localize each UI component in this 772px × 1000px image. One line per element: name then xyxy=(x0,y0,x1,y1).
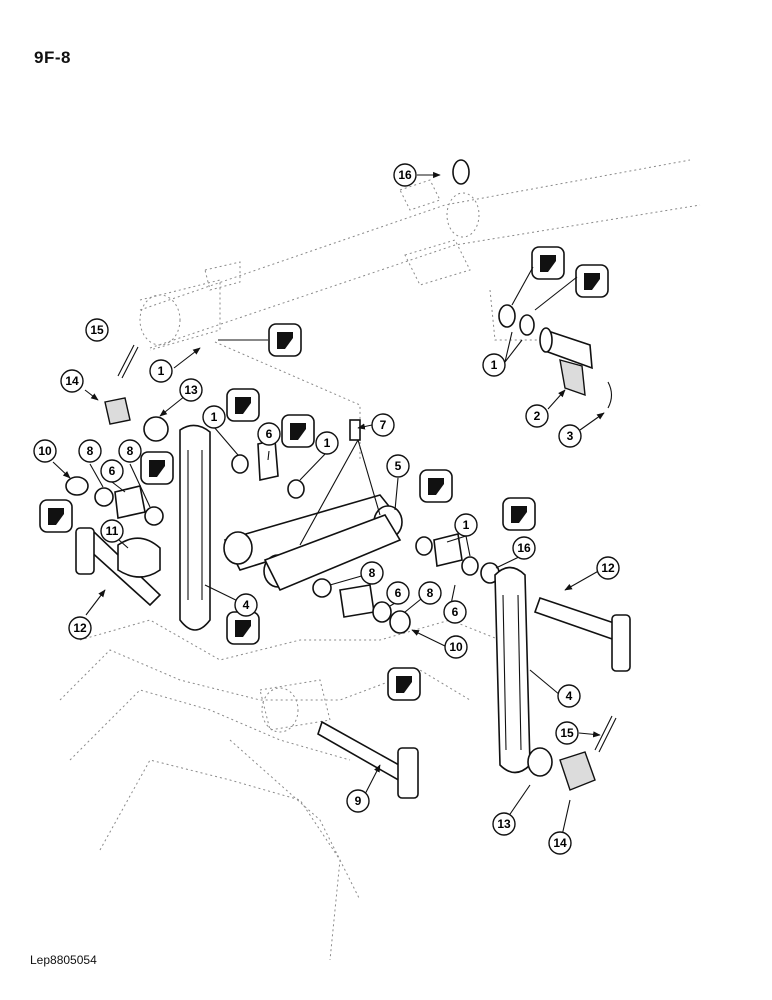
callout-6-centre-b[interactable]: 6 xyxy=(386,581,410,605)
svg-text:8: 8 xyxy=(427,586,434,600)
svg-text:16: 16 xyxy=(398,168,412,182)
callout-6-centre[interactable]: 6 xyxy=(257,422,281,446)
callout-9[interactable]: 9 xyxy=(346,789,370,813)
callout-10-right[interactable]: 10 xyxy=(444,635,468,659)
svg-text:5: 5 xyxy=(395,459,402,473)
callout-13-right[interactable]: 13 xyxy=(492,812,516,836)
callout-7[interactable]: 7 xyxy=(371,413,395,437)
callout-12-left[interactable]: 12 xyxy=(68,616,92,640)
svg-text:14: 14 xyxy=(65,374,79,388)
ghost-frame xyxy=(59,159,701,961)
svg-text:1: 1 xyxy=(211,410,218,424)
left-hardware xyxy=(65,344,169,607)
svg-text:9: 9 xyxy=(355,794,362,808)
callout-1-centre[interactable]: 1 xyxy=(315,431,339,455)
svg-text:6: 6 xyxy=(266,427,273,441)
callout-2[interactable]: 2 xyxy=(525,404,549,428)
connecting-link xyxy=(223,419,403,592)
svg-text:3: 3 xyxy=(567,429,574,443)
callout-16-top[interactable]: 16 xyxy=(393,163,417,187)
svg-text:14: 14 xyxy=(553,836,567,850)
callout-12-right[interactable]: 12 xyxy=(596,556,620,580)
svg-text:13: 13 xyxy=(497,817,511,831)
svg-text:12: 12 xyxy=(73,621,87,635)
svg-text:12: 12 xyxy=(601,561,615,575)
callout-14-right[interactable]: 14 xyxy=(548,831,572,855)
callout-1-right-centre[interactable]: 1 xyxy=(454,513,478,537)
svg-text:1: 1 xyxy=(324,436,331,450)
svg-text:8: 8 xyxy=(369,566,376,580)
callout-15-right[interactable]: 15 xyxy=(555,721,579,745)
svg-text:10: 10 xyxy=(449,640,463,654)
callout-16-right[interactable]: 16 xyxy=(512,536,536,560)
callout-4-right[interactable]: 4 xyxy=(557,684,581,708)
callout-8-left-b[interactable]: 8 xyxy=(118,439,142,463)
svg-text:1: 1 xyxy=(491,358,498,372)
callout-11[interactable]: 11 xyxy=(100,519,124,543)
svg-text:8: 8 xyxy=(127,444,134,458)
drawing-reference: Lep8805054 xyxy=(30,953,97,967)
callout-6-left[interactable]: 6 xyxy=(100,459,124,483)
svg-text:4: 4 xyxy=(243,598,250,612)
svg-text:15: 15 xyxy=(90,323,104,337)
callout-3[interactable]: 3 xyxy=(558,424,582,448)
svg-text:4: 4 xyxy=(566,689,573,703)
callout-4-left[interactable]: 4 xyxy=(234,593,258,617)
svg-text:1: 1 xyxy=(463,518,470,532)
svg-text:1: 1 xyxy=(158,364,165,378)
svg-text:13: 13 xyxy=(184,383,198,397)
svg-text:6: 6 xyxy=(109,464,116,478)
svg-text:15: 15 xyxy=(560,726,574,740)
callout-8-left-a[interactable]: 8 xyxy=(78,439,102,463)
callout-14-left[interactable]: 14 xyxy=(60,369,84,393)
svg-text:16: 16 xyxy=(517,541,531,555)
callout-10-left[interactable]: 10 xyxy=(33,439,57,463)
callout-8-centre-b[interactable]: 8 xyxy=(418,581,442,605)
callout-1-upper-right[interactable]: 1 xyxy=(482,353,506,377)
svg-text:2: 2 xyxy=(534,409,541,423)
lower-hardware xyxy=(317,715,617,799)
callout-1-centre-left[interactable]: 1 xyxy=(202,405,226,429)
svg-text:10: 10 xyxy=(38,444,52,458)
svg-text:6: 6 xyxy=(395,586,402,600)
svg-text:11: 11 xyxy=(106,524,119,538)
callout-8-centre-a[interactable]: 8 xyxy=(360,561,384,585)
callout-15-left[interactable]: 15 xyxy=(85,318,109,342)
svg-text:6: 6 xyxy=(452,605,459,619)
cylinder-pin-assembly xyxy=(452,159,613,409)
callout-13-left[interactable]: 13 xyxy=(179,378,203,402)
right-link-arm xyxy=(494,566,631,774)
svg-text:8: 8 xyxy=(87,444,94,458)
left-link-arm xyxy=(179,424,211,631)
page-code: 9F-8 xyxy=(34,48,71,67)
callout-6-right[interactable]: 6 xyxy=(443,600,467,624)
callout-5[interactable]: 5 xyxy=(386,454,410,478)
callout-1-upper-left[interactable]: 1 xyxy=(149,359,173,383)
centre-right-bushings xyxy=(312,533,500,634)
svg-text:7: 7 xyxy=(380,418,387,432)
